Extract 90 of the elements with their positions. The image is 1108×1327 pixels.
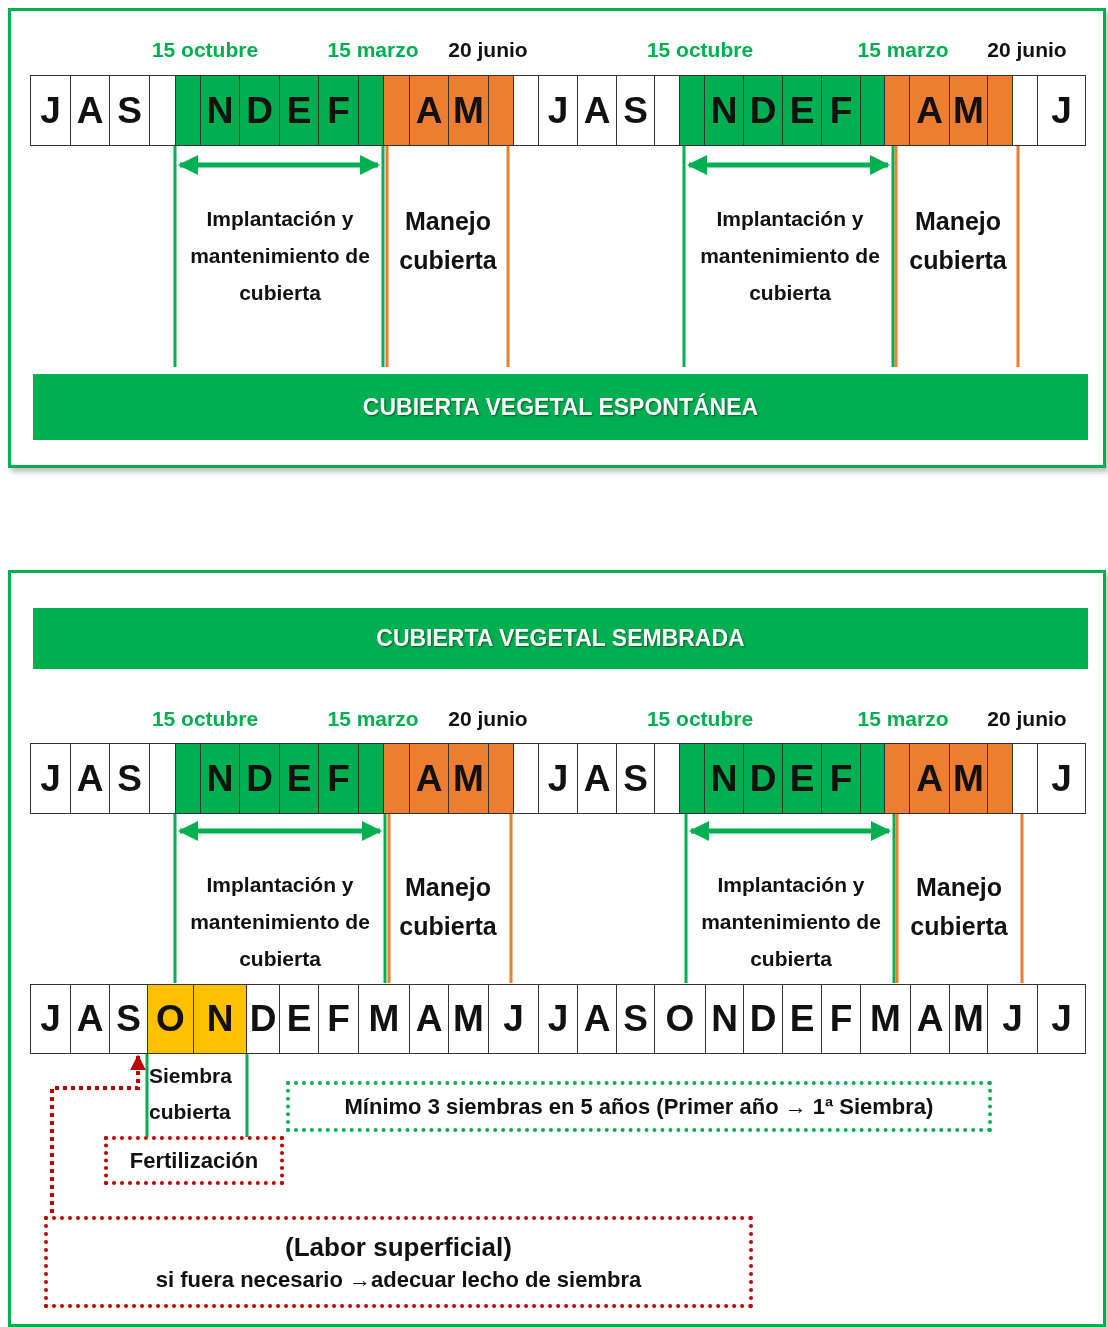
leader-arrow [50,1054,146,1213]
period-text: Manejo cubierta [398,872,498,942]
date-label: 15 marzo [856,38,950,62]
note-box [44,1216,753,1308]
month-cell: A [577,984,617,1054]
month-cell: E [279,75,319,146]
month-cell: D [743,75,783,146]
month-cell: F [821,984,861,1054]
date-label: 20 junio [986,38,1068,62]
date-label: 15 marzo [856,707,950,731]
note-heading: (Labor superficial) [285,1230,512,1264]
month-cell: A [409,743,449,814]
month-cell: J [538,984,578,1054]
month-cell: M [860,984,911,1054]
month-cell: A [577,743,617,814]
month-cell: A [409,75,449,146]
month-cell: N [705,984,744,1054]
date-label: 15 marzo [326,707,420,731]
month-cell: M [949,75,988,146]
period-text: Implantación y mantenimiento de cubierta [700,206,880,306]
title-band: CUBIERTA VEGETAL SEMBRADA [33,608,1088,669]
month-cell: J [987,984,1038,1054]
date-label: 15 octubre [645,707,755,731]
month-cell: S [616,984,655,1054]
month-cell: A [70,984,110,1054]
note-text: si fuera necesario →adecuar lecho de siembra [155,1265,642,1294]
month-cell: A [909,75,950,146]
month-cell: J [30,984,71,1054]
month-cell: N [200,743,240,814]
period-text: Implantación y mantenimiento de cubierta [701,872,881,972]
month-cell: E [782,75,822,146]
month-cell: A [909,743,950,814]
date-label: 15 octubre [150,707,260,731]
month-cell: D [743,984,783,1054]
period-text: Manejo cubierta [908,206,1008,276]
month-cell: A [70,743,110,814]
month-cell: J [1037,984,1086,1054]
month-cell: J [538,743,578,814]
month-cell: D [246,984,280,1054]
month-cell: S [109,984,148,1054]
month-cell: M [949,743,988,814]
month-cell: N [193,984,247,1054]
month-cell: E [279,743,319,814]
month-cell: E [782,743,822,814]
note-box: Mínimo 3 siembras en 5 años (Primer año → 1ª Siembra) [286,1081,992,1132]
month-cell: M [949,984,988,1054]
month-cell: E [279,984,319,1054]
month-cell: A [577,75,617,146]
month-cell: O [654,984,706,1054]
note-box: Fertilización [104,1136,284,1185]
month-cell: D [743,743,783,814]
month-cell: J [30,75,71,146]
month-cell: J [488,984,539,1054]
date-label: 15 octubre [150,38,260,62]
month-cell: N [704,743,744,814]
period-text: Implantación y mantenimiento de cubierta [190,872,370,972]
date-label: 15 octubre [645,38,755,62]
month-cell: S [109,75,150,146]
stage-text: Siembra cubierta [149,1063,233,1125]
date-label: 15 marzo [326,38,420,62]
month-cell: F [318,984,359,1054]
period-text: Implantación y mantenimiento de cubierta [190,206,370,306]
month-cell: S [616,75,655,146]
period-text: Manejo cubierta [909,872,1009,942]
month-cell: M [448,984,489,1054]
month-cell: D [239,75,280,146]
month-cell: M [448,743,489,814]
month-cell: A [409,984,449,1054]
month-cell: M [358,984,410,1054]
month-cell: J [1037,75,1086,146]
month-cell: J [30,743,71,814]
month-cell: A [70,75,110,146]
month-cell: F [821,743,861,814]
month-cell: J [1037,743,1086,814]
month-cell: A [910,984,950,1054]
month-cell: D [239,743,280,814]
month-cell: J [538,75,578,146]
title-band: CUBIERTA VEGETAL ESPONTÁNEA [33,374,1088,440]
date-label: 20 junio [986,707,1068,731]
month-cell: F [821,75,861,146]
month-cell: N [200,75,240,146]
month-cell: N [704,75,744,146]
month-cell: F [318,743,359,814]
month-cell: E [782,984,822,1054]
month-cell: O [147,984,194,1054]
month-cell: M [448,75,489,146]
month-cell: S [109,743,150,814]
month-cell: S [616,743,655,814]
month-cell: F [318,75,359,146]
period-text: Manejo cubierta [398,206,498,276]
